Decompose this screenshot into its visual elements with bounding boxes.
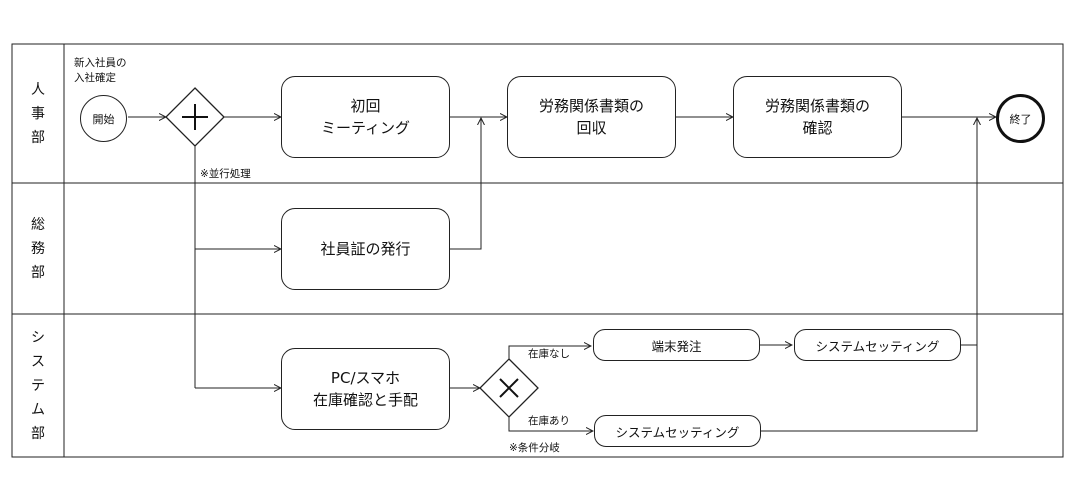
- task-issue-id-card: 社員証の発行: [281, 208, 450, 290]
- lane-label-system: システム部: [31, 329, 45, 442]
- flow-setting2-to-end: [761, 118, 977, 432]
- task-first-meeting: 初回 ミーティング: [281, 76, 450, 158]
- note-parallel: ※並行処理: [200, 168, 251, 180]
- flow-xor-to-setting2: [508, 417, 593, 431]
- task-system-setting-1: システムセッティング: [794, 329, 961, 361]
- flow-xor-to-order: [508, 346, 591, 359]
- note-conditional: ※条件分岐: [509, 442, 560, 454]
- swimlane-frame: [11, 43, 1064, 458]
- start-event: 開始: [80, 95, 127, 142]
- label-no-stock: 在庫なし: [528, 348, 570, 360]
- lane-label-general-affairs: 総務部: [31, 216, 45, 281]
- end-event: 終了: [996, 94, 1045, 143]
- task-system-setting-2: システムセッティング: [594, 415, 761, 447]
- flow-id-to-collect: [450, 118, 481, 250]
- sequence-flows: [128, 117, 996, 431]
- lane-label-hr: 人事部: [31, 81, 45, 146]
- task-collect-documents: 労務関係書類の 回収: [507, 76, 676, 158]
- task-pc-stock-check: PC/スマホ 在庫確認と手配: [281, 348, 450, 430]
- exclusive-gateway: [479, 358, 539, 418]
- parallel-gateway: [165, 87, 225, 147]
- note-trigger: 新入社員の 入社確定: [74, 57, 127, 84]
- task-order-device: 端末発注: [593, 329, 760, 361]
- task-confirm-documents: 労務関係書類の 確認: [733, 76, 902, 158]
- label-in-stock: 在庫あり: [528, 415, 570, 427]
